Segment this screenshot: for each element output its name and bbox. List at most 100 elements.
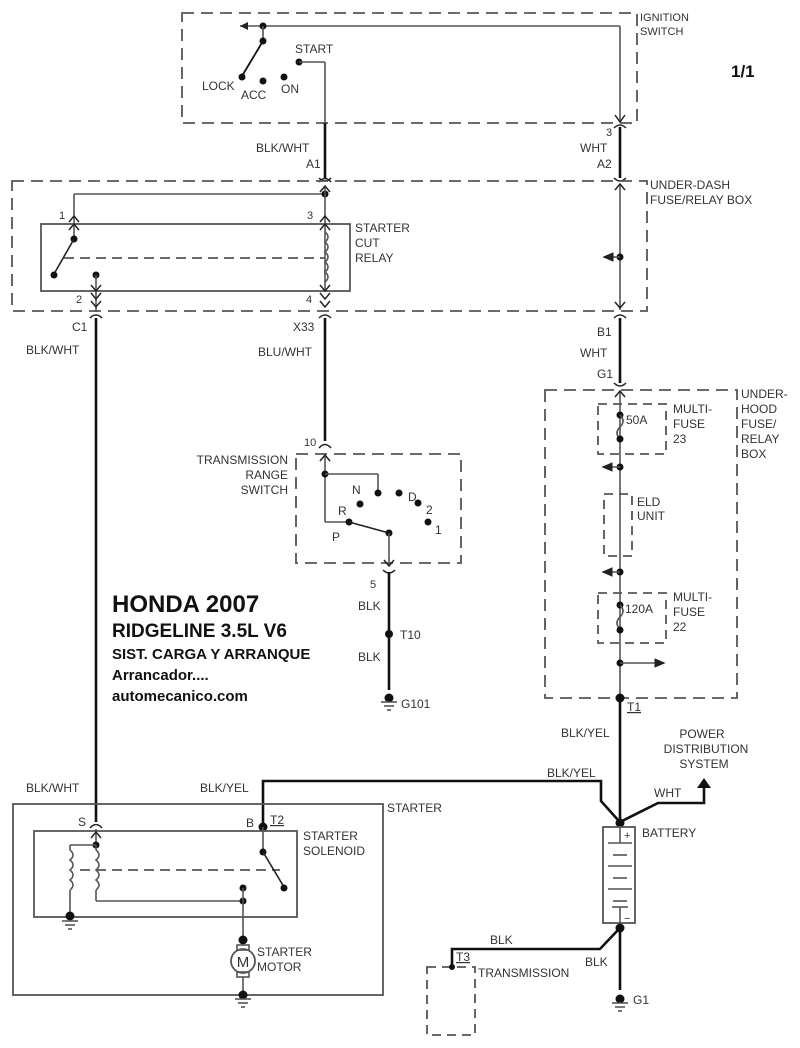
- under-hood-box: [544, 389, 738, 699]
- fuse-label: 22: [673, 620, 687, 634]
- pin-10-label: 10: [304, 437, 316, 449]
- under-hood-label: FUSE/: [741, 417, 777, 431]
- acc-label: ACC: [241, 88, 267, 102]
- under-hood-fuse-relay-box: UNDER- HOOD FUSE/ RELAY BOX 50A MULTI- F…: [544, 387, 788, 714]
- under-hood-label: BOX: [741, 447, 766, 461]
- under-hood-label: UNDER-: [741, 387, 788, 401]
- ground-icon: [381, 701, 397, 711]
- starter-box: [12, 803, 384, 996]
- lock-contact: [238, 73, 246, 81]
- title-line: HONDA 2007: [112, 591, 259, 618]
- wire-label: BLU/WHT: [258, 345, 313, 359]
- pds-label: SYSTEM: [679, 757, 728, 771]
- connector-b1-label: B1: [597, 325, 612, 339]
- fuse-label: 23: [673, 432, 687, 446]
- under-hood-label: HOOD: [741, 402, 777, 416]
- ground-icon: [612, 1002, 628, 1012]
- on-contact: [280, 73, 288, 81]
- pds-label: POWER: [679, 727, 725, 741]
- title-line: RIDGELINE 3.5L V6: [112, 621, 287, 642]
- acc-contact: [259, 77, 267, 85]
- title-line: automecanico.com: [112, 688, 248, 705]
- pin-5-label: 5: [370, 579, 376, 591]
- coil-icon: [68, 849, 74, 891]
- transmission: T3 TRANSMISSION: [426, 950, 569, 1036]
- connector-a1-label: A1: [306, 157, 321, 171]
- t10-label: T10: [400, 628, 421, 642]
- relay-label: STARTER: [355, 221, 410, 235]
- relay-pin-label: 2: [76, 294, 82, 306]
- under-hood-label: RELAY: [741, 432, 779, 446]
- wire-label: BLK: [358, 599, 381, 613]
- relay-label: CUT: [355, 236, 380, 250]
- on-label: ON: [281, 82, 299, 96]
- starter: STARTER S B T2 STARTER SOLENOID: [12, 801, 442, 1008]
- relay-pin-label: 4: [306, 294, 312, 306]
- trs-pos-d: D: [408, 490, 417, 504]
- wire-label: WHT: [580, 346, 608, 360]
- wire-label: BLK/YEL: [547, 766, 596, 780]
- wire-blk-yel-starter: [261, 779, 619, 823]
- ground-icon: [235, 998, 251, 1008]
- relay-label: RELAY: [355, 251, 393, 265]
- ground-icon: [62, 920, 78, 930]
- trs-pos-n: N: [352, 483, 361, 497]
- battery-minus: −: [624, 913, 630, 925]
- under-dash-fuse-relay-box: UNDER-DASH FUSE/RELAY BOX STARTER CUT RE…: [11, 178, 752, 312]
- wire-label: WHT: [654, 786, 682, 800]
- title-line: Arrancador....: [112, 667, 209, 684]
- battery-plus: +: [624, 830, 630, 842]
- solenoid-box: [33, 830, 298, 918]
- motor-label: STARTER: [257, 945, 312, 959]
- fuse-icon: [616, 604, 624, 630]
- start-label: START: [295, 42, 334, 56]
- g101-label: G101: [401, 697, 431, 711]
- trs-pos-1: 1: [435, 523, 442, 537]
- wire-label: BLK: [585, 955, 608, 969]
- ignition-switch-label: SWITCH: [640, 26, 683, 38]
- fuse-label: FUSE: [673, 605, 705, 619]
- eld-label: UNIT: [637, 509, 666, 523]
- wire-wht-pds: [619, 786, 706, 824]
- under-dash-label: UNDER-DASH: [650, 178, 730, 192]
- battery: + BATTERY −: [602, 818, 696, 933]
- fuse-rating: 120A: [625, 602, 653, 616]
- title-line: SIST. CARGA Y ARRANQUE: [112, 646, 310, 663]
- transmission-range-switch: 10 TRANSMISSION RANGE SWITCH P R N D 2 1…: [197, 437, 462, 711]
- wire-label: BLK/YEL: [200, 781, 249, 795]
- t1-label: T1: [627, 700, 641, 714]
- lock-label: LOCK: [202, 79, 235, 93]
- relay-coil-icon: [323, 231, 329, 283]
- motor-label: MOTOR: [257, 960, 302, 974]
- fuse-label: FUSE: [673, 417, 705, 431]
- wire-label: BLK/WHT: [256, 141, 310, 155]
- under-dash-label: FUSE/RELAY BOX: [650, 193, 752, 207]
- terminal-3-label: 3: [606, 127, 612, 139]
- g1-label: G1: [633, 993, 649, 1007]
- transmission-label: TRANSMISSION: [478, 966, 569, 980]
- connector-a2-label: A2: [597, 157, 612, 171]
- fuse-rating: 50A: [626, 413, 647, 427]
- connector-g1-label: G1: [597, 367, 613, 381]
- page-number: 1/1: [731, 62, 755, 81]
- trs-pos-2: 2: [426, 503, 433, 517]
- fuse-label: MULTI-: [673, 590, 712, 604]
- relay-pin-label: 1: [59, 210, 65, 222]
- wire-label: BLK/YEL: [561, 726, 610, 740]
- starter-cut-relay-box: [40, 223, 351, 292]
- t3-label: T3: [456, 950, 470, 964]
- wire-label: BLK/WHT: [26, 781, 80, 795]
- relay-pin-label: 3: [307, 210, 313, 222]
- trs-label: SWITCH: [241, 483, 288, 497]
- trs-box: [295, 453, 462, 564]
- battery-label: BATTERY: [642, 826, 696, 840]
- trs-pos-r: R: [338, 504, 347, 518]
- pds-label: DISTRIBUTION: [664, 742, 749, 756]
- wire-label: WHT: [580, 141, 608, 155]
- terminal-b-label: B: [246, 816, 254, 830]
- fuse-label: MULTI-: [673, 402, 712, 416]
- wire-label: BLK: [490, 933, 513, 947]
- trs-pos-p: P: [332, 530, 340, 544]
- ignition-switch-label: IGNITION: [640, 12, 689, 24]
- ignition-switch: IGNITION SWITCH LOCK ACC ON START 3: [181, 12, 689, 139]
